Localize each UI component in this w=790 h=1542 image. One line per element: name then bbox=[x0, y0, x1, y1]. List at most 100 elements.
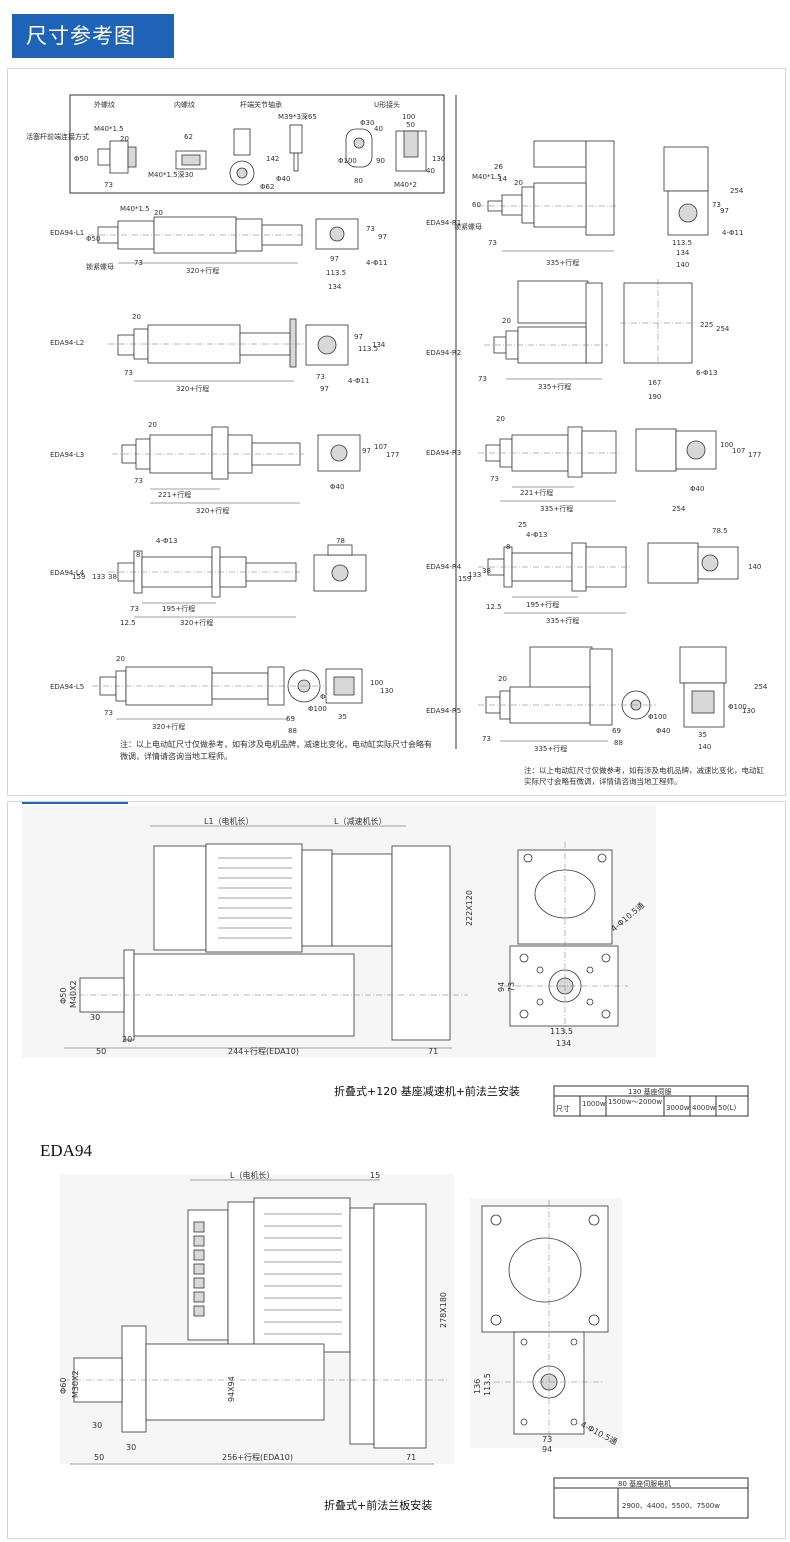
l1-dim-0: M40*1.5 bbox=[120, 205, 150, 213]
r1-dim-3: 14 bbox=[498, 175, 507, 183]
r1-model: EDA94-R1 bbox=[426, 219, 461, 227]
conn-type-0: 外螺纹 bbox=[94, 100, 115, 109]
d3-fl-0: 136 bbox=[473, 1379, 482, 1394]
r2-end-4: 190 bbox=[648, 393, 661, 401]
r4-dim-2: 8 bbox=[506, 543, 510, 551]
l3-end-2: 177 bbox=[386, 451, 399, 459]
l2-model: EDA94-L2 bbox=[50, 339, 84, 347]
clevis-dim-6: 100 bbox=[402, 113, 415, 121]
d2-fl-1: 73 bbox=[507, 982, 516, 992]
clevis-dim-3: 80 bbox=[354, 177, 363, 185]
r1-end-2: 97 bbox=[720, 207, 729, 215]
l1-end-1: 97 bbox=[378, 233, 387, 241]
d3-dim-0: Φ60 bbox=[59, 1378, 68, 1394]
r5-dim-0: 20 bbox=[498, 675, 507, 683]
r1-dim-4: 20 bbox=[514, 179, 523, 187]
clevis-dim-1: Φ30 bbox=[360, 119, 374, 127]
ext-dim-0: M40*1.5 bbox=[94, 125, 124, 133]
drawing-folded-flange: L（电机长） 15 278X180 94X94 Φ60 M30X2 30 50 … bbox=[59, 1170, 622, 1465]
l2-dim-0: 20 bbox=[132, 313, 141, 321]
d2-table-cell-2: 3000w bbox=[666, 1104, 690, 1112]
d3-body-fins bbox=[264, 1213, 342, 1335]
model-l4: EDA94-L4 4-Φ13 8 38 133 159 73 12.5 195+… bbox=[50, 537, 367, 627]
rod-dim-2: Φ40 bbox=[276, 175, 290, 183]
folded-drawings: L1（电机长） L（减速机长） 222X120 Φ50 M40X2 30 50 … bbox=[22, 806, 749, 1519]
r1-dim-2: 26 bbox=[494, 163, 503, 171]
r3-end-0: 100 bbox=[720, 441, 733, 449]
l1-end-5: 4-Φ11 bbox=[366, 259, 387, 267]
l4-dim-4: 159 bbox=[72, 573, 85, 581]
r3-end-1: 107 bbox=[732, 447, 745, 455]
r3-end-3: Φ40 bbox=[690, 485, 704, 493]
clevis-dim-4: 90 bbox=[376, 157, 385, 165]
l3-end-0: 97 bbox=[362, 447, 371, 455]
d2-table-cell-0: 1000w bbox=[582, 1100, 606, 1108]
l1-dim-2: 20 bbox=[154, 209, 163, 217]
r3-dim-3: 335+行程 bbox=[540, 504, 573, 513]
d2-stroke: 244+行程(EDA10) bbox=[228, 1046, 299, 1056]
conn-type-1: 内螺纹 bbox=[174, 100, 195, 109]
conn-type-3: U形接头 bbox=[374, 100, 400, 109]
d2-l-label: L（减速机长） bbox=[334, 816, 386, 826]
d2-table-cell-1: 1500w～2000w bbox=[608, 1098, 662, 1106]
r3-dim-2: 221+行程 bbox=[520, 488, 553, 497]
d2-height: 222X120 bbox=[465, 890, 474, 926]
d2-dim-2: 30 bbox=[90, 1013, 100, 1022]
clevis-dim-9: M40*2 bbox=[394, 181, 417, 189]
d3-dim-5: 71 bbox=[406, 1453, 416, 1462]
ext-dim-1: Φ50 bbox=[74, 155, 88, 163]
r1-dim-0: M40*1.5 bbox=[472, 173, 502, 181]
r5-end-2: 130 bbox=[742, 707, 755, 715]
d2-table: 130 基座伺服 尺寸 1000w 1500w～2000w 3000w 4000… bbox=[553, 1085, 749, 1117]
l4-model: EDA94-L4 bbox=[50, 569, 85, 577]
r2-dim-0: 20 bbox=[502, 317, 511, 325]
clevis-dim-5: 50 bbox=[406, 121, 415, 129]
d3-top-dim: 15 bbox=[370, 1171, 380, 1180]
d3-fl-1: 113.5 bbox=[483, 1373, 492, 1396]
model-title: EDA94 bbox=[40, 1141, 92, 1160]
l1-lock: 锁紧螺母 bbox=[86, 262, 114, 271]
r2-dim-1: 73 bbox=[478, 375, 487, 383]
drawing-folded-120: L1（电机长） L（减速机长） 222X120 Φ50 M40X2 30 50 … bbox=[22, 806, 656, 1058]
l1-model: EDA94-L1 bbox=[50, 229, 84, 237]
model-l5: EDA94-L5 20 73 320+行程 69 88 Φ100 Φ40 35 … bbox=[50, 655, 393, 735]
note-left: 注：以上电动缸尺寸仅做参考，如有涉及电机品牌，减速比变化，电动缸实际尺寸会略有微… bbox=[120, 740, 432, 761]
ext-thread-drawing: M40*1.5 Φ50 20 73 bbox=[74, 125, 137, 189]
conn-type-2: 杆端关节轴承 bbox=[240, 100, 282, 109]
r4-dim-4: 133 bbox=[468, 571, 481, 579]
r5-dim-3: 69 bbox=[612, 727, 621, 735]
d2-table-row: 尺寸 bbox=[556, 1104, 570, 1113]
model-r3: EDA94-R3 20 73 221+行程 335+行程 100 107 177… bbox=[426, 415, 761, 513]
note-right-wrap: 注：以上电动缸尺寸仅做参考，如有涉及电机品牌，减速比变化，电动缸实际尺寸会略有微… bbox=[524, 766, 764, 786]
r4-end-0: 78.5 bbox=[712, 527, 728, 535]
d2-fl-0: 94 bbox=[497, 982, 506, 992]
d3-l-label: L（电机长） bbox=[230, 1170, 274, 1180]
r3-end-2: 177 bbox=[748, 451, 761, 459]
r5-model: EDA94-R5 bbox=[426, 707, 461, 715]
d3-body: 94X94 bbox=[227, 1376, 236, 1402]
r1-end-5: 134 bbox=[676, 249, 690, 257]
rod-dim-1: 142 bbox=[266, 155, 279, 163]
int-dim-0: 62 bbox=[184, 133, 193, 141]
r4-dim-7: 195+行程 bbox=[526, 600, 559, 609]
l5-dim-1: 73 bbox=[104, 709, 113, 717]
r3-model: EDA94-R3 bbox=[426, 449, 461, 457]
r3-dim-0: 20 bbox=[496, 415, 505, 423]
section-title: 尺寸参考图 bbox=[26, 24, 136, 48]
dimension-sheet: 活塞杆前端连接方式 外螺纹 内螺纹 杆端关节轴承 U形接头 M40*1.5 Φ5… bbox=[26, 94, 768, 786]
r5-dim-2: 335+行程 bbox=[534, 744, 567, 753]
r1-dim-6: 335+行程 bbox=[546, 258, 579, 267]
connection-label: 活塞杆前端连接方式 bbox=[26, 132, 89, 141]
note-right: 注：以上电动缸尺寸仅做参考，如有涉及电机品牌，减速比变化，电动缸实际尺寸会略有微… bbox=[524, 766, 764, 786]
r2-model: EDA94-R2 bbox=[426, 349, 461, 357]
l3-dim-0: 20 bbox=[148, 421, 157, 429]
l4-dim-3: 133 bbox=[92, 573, 105, 581]
r1-end-0: 254 bbox=[730, 187, 744, 195]
d2-l1-label: L1（电机长） bbox=[204, 816, 254, 826]
note-left-wrap: 注：以上电动缸尺寸仅做参考，如有涉及电机品牌，减速比变化，电动缸实际尺寸会略有微… bbox=[120, 740, 432, 761]
d3-dim-2: 30 bbox=[92, 1421, 102, 1430]
d2-dim-5: 71 bbox=[428, 1047, 438, 1056]
d3-fl-3: 94 bbox=[542, 1445, 552, 1454]
l4-dim-7: 195+行程 bbox=[162, 604, 195, 613]
r4-dim-5: 159 bbox=[458, 575, 471, 583]
